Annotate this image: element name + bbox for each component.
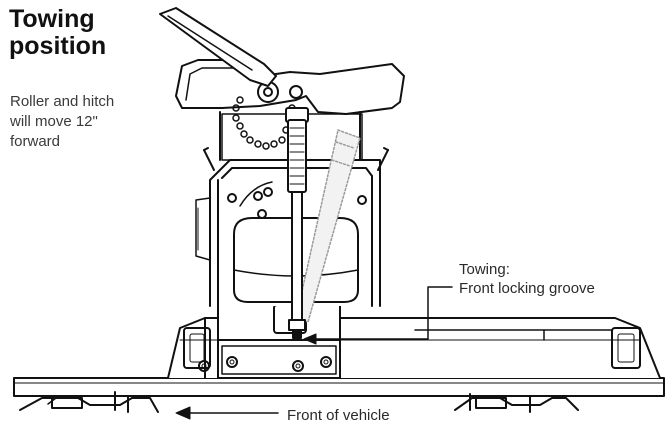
base-rail: [13, 377, 665, 397]
description-text: Roller and hitch will move 12" forward: [10, 92, 185, 152]
title-line-2: position: [9, 32, 107, 60]
title-line-1: Towing: [9, 5, 95, 33]
description-line-3: forward: [10, 133, 61, 150]
ghost-handle: [295, 129, 361, 323]
towing-label-line-2: Front locking groove: [459, 280, 595, 297]
slider-block: [198, 304, 341, 379]
page-title: Towing position: [9, 6, 169, 60]
description-line-2: will move 12": [10, 113, 98, 130]
towing-label-line-1: Towing:: [459, 261, 510, 278]
description-line-1: Roller and hitch: [10, 93, 115, 110]
towing-leader: [303, 286, 453, 345]
front-arrow: [175, 406, 279, 420]
hitch-head: [175, 59, 405, 161]
front-of-vehicle-label: Front of vehicle: [287, 407, 390, 424]
release-handle: [159, 7, 309, 339]
towing-groove-label: Towing: Front locking groove: [459, 260, 595, 298]
mounting-foot-left: [19, 391, 159, 413]
mounting-foot-right: [454, 393, 579, 413]
